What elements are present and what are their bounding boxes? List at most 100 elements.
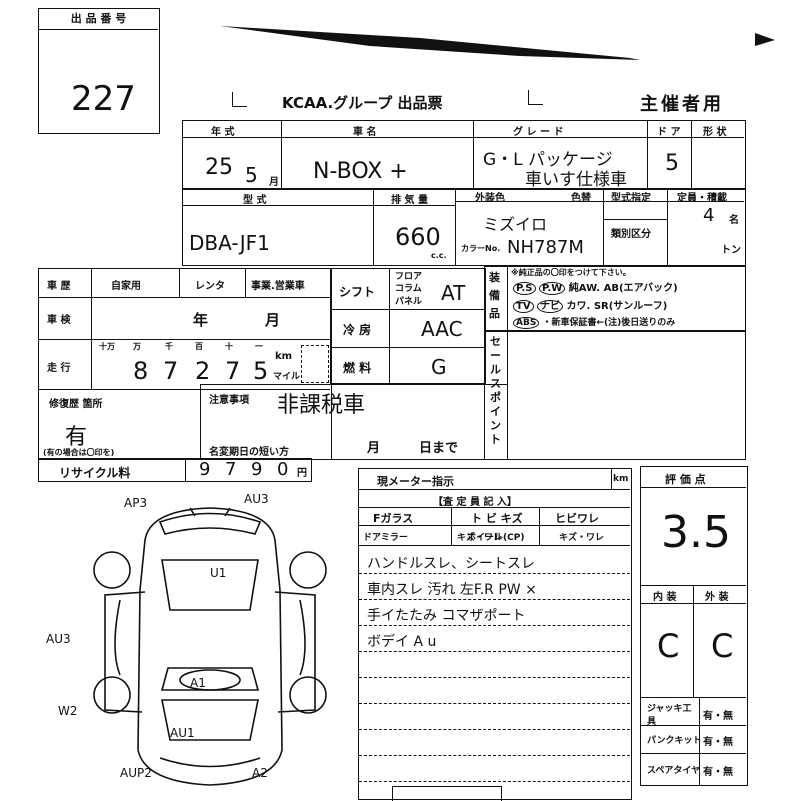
km-unit: km bbox=[275, 351, 293, 362]
ton-unit: トン bbox=[721, 245, 741, 256]
name-change-month: 月 bbox=[367, 441, 381, 456]
damage-label: AUP2 bbox=[120, 766, 152, 780]
car-damage-diagram bbox=[93, 507, 327, 786]
leather-option: カワ. bbox=[566, 301, 591, 312]
ac-label: 冷 房 bbox=[343, 323, 372, 337]
recycle-label: リサイクル料 bbox=[59, 466, 131, 480]
remark-line: ハンドルスレ、シートスレ bbox=[367, 556, 535, 572]
car-name-label: 車 名 bbox=[353, 127, 377, 138]
hibi-label: ヒビワレ bbox=[555, 512, 599, 525]
shape-label: 形 状 bbox=[703, 127, 727, 138]
capacity-label: 定員・積載 bbox=[677, 193, 727, 204]
mirror-value: キズ・ワレ bbox=[457, 533, 503, 543]
abs-option: ABS bbox=[513, 317, 540, 329]
history-label: 車 歴 bbox=[47, 281, 71, 292]
header-title: KCAA.グループ 出品票 bbox=[282, 94, 443, 112]
wheel-label-visible: ホイール(CP) bbox=[467, 533, 525, 543]
ab-option: AB(エアバック) bbox=[603, 283, 678, 294]
mileage-digit-label: 十万 bbox=[99, 342, 115, 351]
meter-label: 現メーター指示 bbox=[377, 475, 454, 488]
sunroof-option: SR(サンルーフ) bbox=[593, 301, 668, 312]
header-role: 主催者用 bbox=[640, 94, 724, 115]
vehicle-info-row1: 年 式 車 名 グ レ ー ド ド ア 形 状 25 5 月 N-BOX + G… bbox=[182, 120, 746, 190]
mileage-digit-label: 千 bbox=[165, 342, 173, 351]
equipment-line-3: ABS ・新車保証書←(注)後日送りのみ bbox=[513, 315, 676, 329]
ps-option: P.S bbox=[513, 282, 536, 295]
rental-label: レンタ bbox=[195, 281, 225, 292]
score-value: 3.5 bbox=[661, 507, 731, 558]
repair-label: 修復歴 箇所 bbox=[49, 399, 103, 410]
inspection-label: 車 検 bbox=[47, 315, 71, 326]
inspection-month: 月 bbox=[265, 311, 281, 329]
capacity-value: 4 bbox=[703, 205, 715, 226]
mileage-digit: 7 bbox=[163, 357, 179, 385]
score-label: 評 価 点 bbox=[665, 473, 706, 486]
ac-value: AAC bbox=[421, 317, 463, 341]
exterior-color-label: 外装色 bbox=[475, 193, 505, 204]
displacement-label: 排 気 量 bbox=[391, 195, 428, 206]
warranty-option: ・新車保証書←(注)後日送りのみ bbox=[542, 318, 676, 328]
spare-label: スペアタイヤ bbox=[647, 766, 701, 776]
color-number-label: カラーNo. bbox=[461, 244, 501, 253]
puncture-value: 有・無 bbox=[703, 737, 733, 748]
exterior-label: 外 装 bbox=[705, 592, 729, 603]
shift-option: フロア bbox=[395, 272, 423, 282]
car-name-value: N-BOX + bbox=[313, 159, 408, 184]
year-value: 25 bbox=[205, 155, 233, 180]
damage-label: AU3 bbox=[244, 492, 269, 506]
fuel-label: 燃 料 bbox=[343, 361, 372, 375]
month-value: 5 bbox=[245, 163, 258, 187]
displacement-unit: c.c. bbox=[431, 251, 447, 260]
recycle-row: リサイクル料 9 7 9 0 円 bbox=[38, 458, 312, 482]
spare-value: 有・無 bbox=[703, 767, 733, 778]
mileage-digit: 8 bbox=[133, 357, 149, 385]
damage-label: AU3 bbox=[46, 632, 71, 646]
equipment-line-2: TV ナビ カワ. SR(サンルーフ) bbox=[513, 297, 668, 313]
month-unit: 月 bbox=[269, 177, 279, 188]
lot-number-value: 227 bbox=[71, 79, 136, 119]
score-block: 評 価 点 3.5 内 装 外 装 C C ジャッキ工 具 有・無 パンクキット… bbox=[640, 466, 748, 786]
notes-label: 注意事項 bbox=[209, 395, 249, 406]
type-spec-label: 型式指定 bbox=[611, 193, 651, 204]
mileage-label: 走 行 bbox=[47, 363, 71, 374]
repair-note: (有の場合は〇印を) bbox=[43, 448, 115, 457]
business-use-label: 事業.営業車 bbox=[251, 281, 305, 292]
remark-line: 車内スレ 汚れ 左F.R PW × bbox=[367, 582, 537, 598]
model-label: 型 式 bbox=[243, 195, 267, 206]
grade-value-1: G・L パッケージ bbox=[483, 150, 613, 170]
aw-option: 純AW. bbox=[568, 283, 601, 294]
mileage-digit: 7 bbox=[225, 357, 241, 385]
grade-label: グ レ ー ド bbox=[513, 127, 564, 138]
damage-label: U1 bbox=[210, 566, 227, 580]
tv-option: TV bbox=[513, 300, 534, 313]
inspection-year: 年 bbox=[193, 311, 209, 329]
shift-option: パネル bbox=[395, 297, 423, 307]
category-label: 類別区分 bbox=[611, 229, 651, 240]
sales-point-block: セールスポイント bbox=[484, 330, 746, 460]
lot-number-label: 出 品 番 号 bbox=[39, 9, 158, 30]
recycle-digit: 0 bbox=[277, 459, 289, 480]
wheel-value: キズ・ワレ bbox=[559, 533, 605, 543]
color-number-value: NH787M bbox=[507, 237, 584, 258]
interior-label: 内 装 bbox=[653, 592, 677, 603]
equipment-block: 装 備 品 ※純正品の〇印をつけて下さい。 P.S P.W 純AW. AB(エア… bbox=[484, 266, 746, 332]
shift-value: AT bbox=[441, 281, 466, 305]
mileage-digit-label: 百 bbox=[195, 342, 203, 351]
notes-block: 注意事項 非課税車 名変期日の短い方 月 日まで bbox=[200, 384, 508, 460]
mile-unit: マイル bbox=[273, 372, 301, 382]
doors-label: ド ア bbox=[657, 127, 681, 138]
sales-point-label: セールスポイント bbox=[490, 335, 501, 446]
grade-value-2: 車いす仕様車 bbox=[525, 170, 627, 190]
recycle-digit: 9 bbox=[199, 459, 211, 480]
mileage-digit-label: 十 bbox=[225, 342, 233, 351]
mileage-digit: 5 bbox=[253, 357, 269, 385]
mileage-digit: 2 bbox=[195, 357, 211, 385]
mirror-label: ドアミラー bbox=[363, 533, 408, 543]
displacement-value: 660 bbox=[395, 223, 441, 251]
damage-label: A1 bbox=[190, 676, 206, 690]
specs-block: シフト フロア コラム パネル AT 冷 房 AAC 燃 料 G bbox=[330, 268, 486, 384]
lot-number-box: 出 品 番 号 227 bbox=[38, 8, 160, 134]
tobi-label: ト ビ キズ bbox=[471, 512, 523, 525]
private-use-label: 自家用 bbox=[111, 281, 141, 292]
equipment-side-label: 装 備 品 bbox=[489, 271, 500, 320]
